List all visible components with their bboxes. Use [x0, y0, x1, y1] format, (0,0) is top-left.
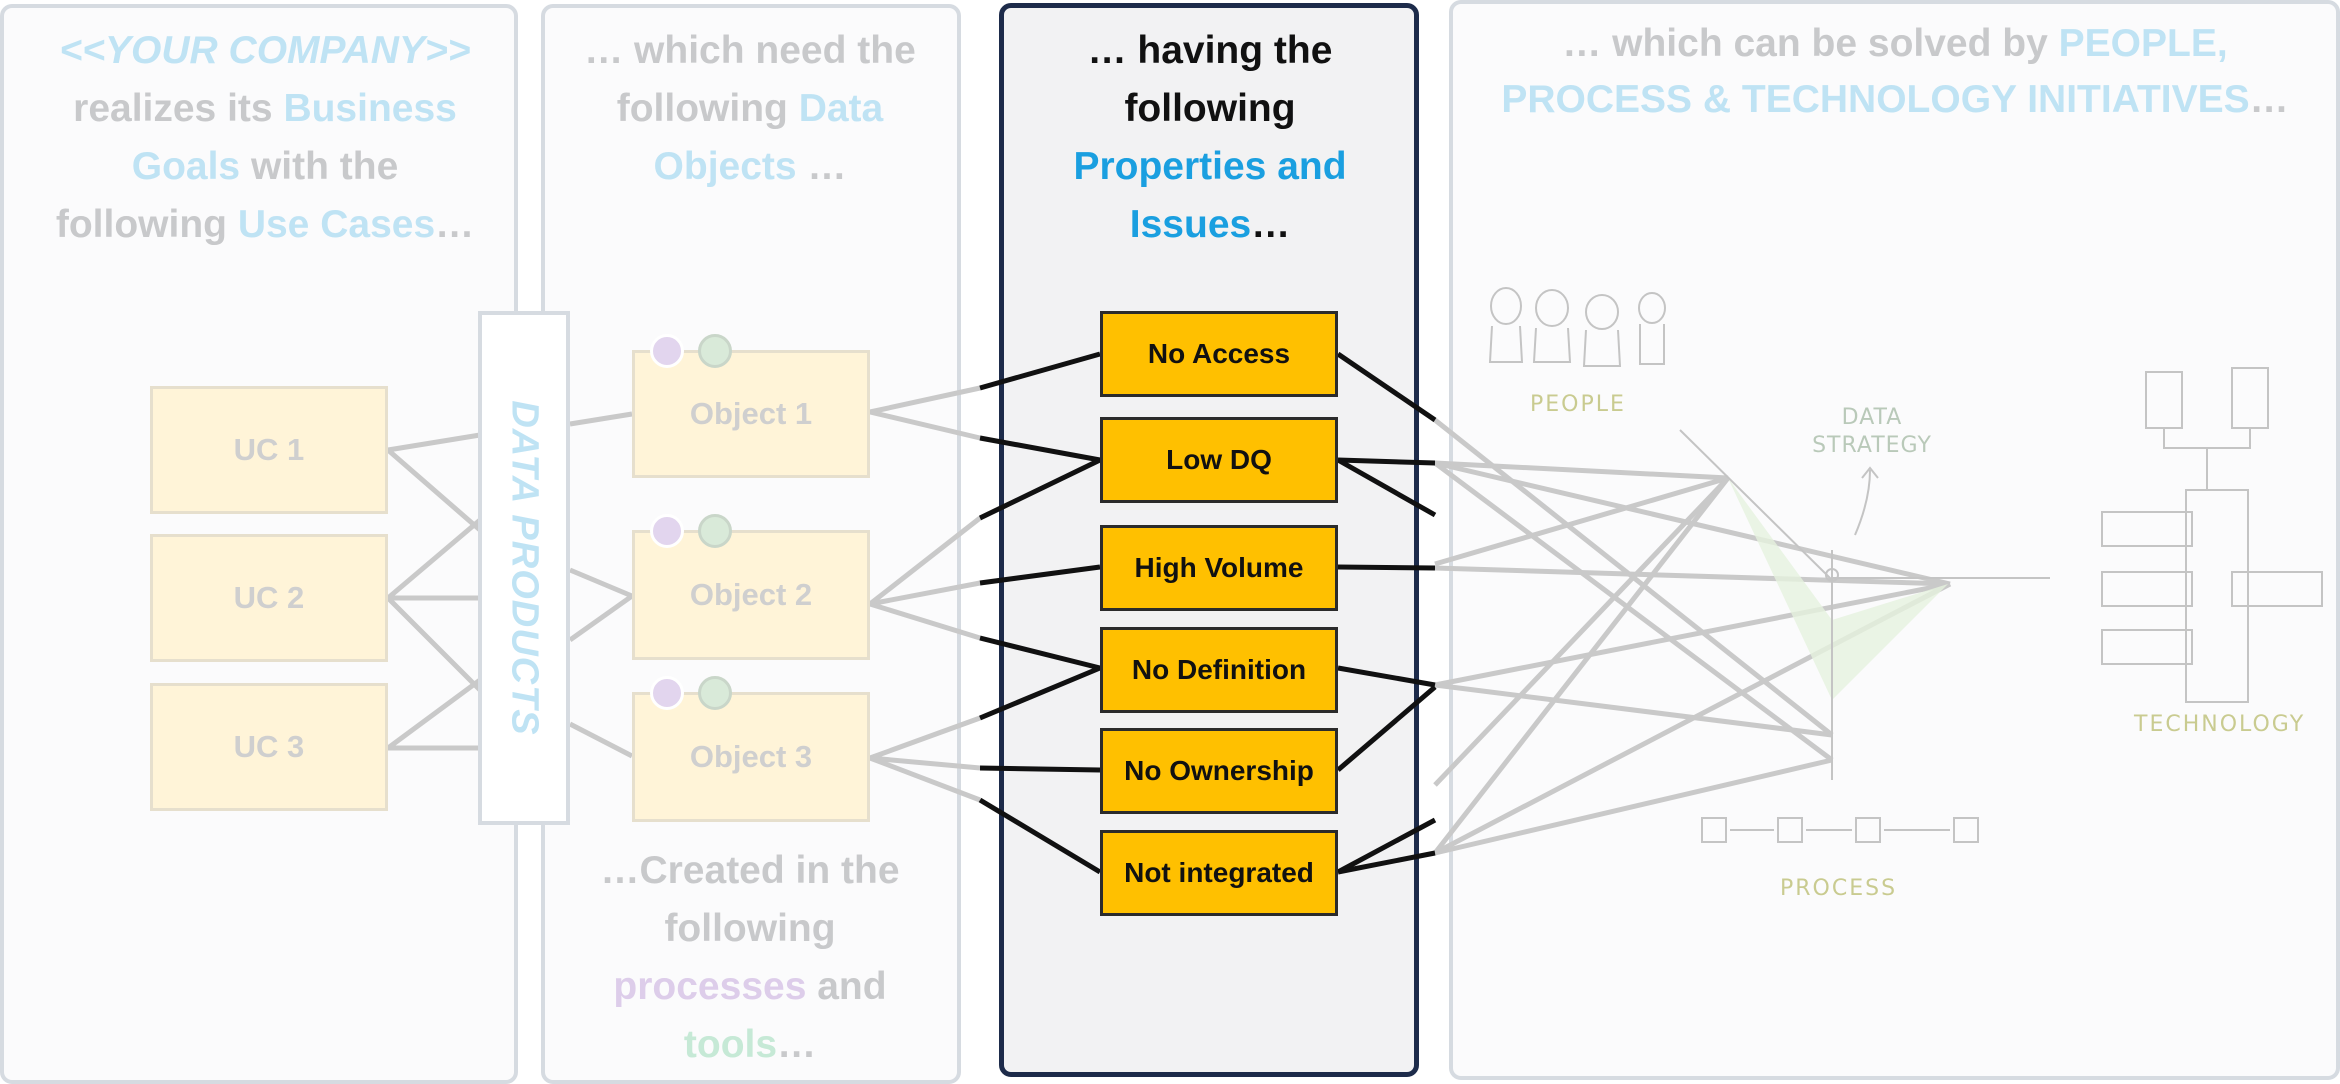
col3-text-having: … having the following: [1087, 29, 1333, 130]
col2-text-created: …Created in the following: [600, 849, 900, 950]
people-sketch: [1488, 287, 1666, 367]
col1-ellipsis: …: [435, 203, 475, 246]
col4-title: … which can be solved by PEOPLE, PROCESS…: [1490, 16, 2300, 128]
col1-use-cases: Use Cases: [237, 203, 436, 246]
col3-properties-issues: Properties and Issues: [1073, 145, 1347, 246]
col1-text-with: with the following: [55, 145, 399, 246]
process-dot-icon: [650, 514, 684, 548]
issue-no-access[interactable]: No Access: [1100, 311, 1338, 397]
col4-ellipsis: …: [2249, 78, 2289, 121]
data-products-label: DATA PRODUCTS: [503, 400, 546, 736]
strategy-sketch: [1679, 429, 2050, 780]
tool-dot-icon: [698, 334, 732, 368]
people-label: PEOPLE: [1530, 392, 1626, 417]
process-sketch: [1701, 817, 1979, 843]
data-object-3[interactable]: Object 3: [632, 692, 870, 822]
tool-dot-icon: [698, 514, 732, 548]
col2-text-which: … which need the following: [584, 29, 916, 130]
process-label: PROCESS: [1780, 876, 1898, 901]
technology-sketch: [2101, 367, 2323, 703]
col2-tools: tools: [683, 1023, 778, 1066]
focus-connectors: [978, 351, 1437, 875]
company-name: <<YOUR COMPANY>>: [59, 29, 471, 72]
process-dot-icon: [650, 334, 684, 368]
use-case-1[interactable]: UC 1: [150, 386, 388, 514]
use-case-2[interactable]: UC 2: [150, 534, 388, 662]
col2-data-objects: Data Objects: [653, 87, 884, 188]
issue-no-definition[interactable]: No Definition: [1100, 627, 1338, 713]
process-dot-icon: [650, 676, 684, 710]
col1-title: <<YOUR COMPANY>> realizes its Business G…: [10, 22, 520, 254]
col1-text-realizes: realizes its: [73, 87, 284, 130]
col2-title: … which need the following Data Objects …: [560, 22, 940, 196]
col4-initiatives: PEOPLE, PROCESS & TECHNOLOGY INITIATIVES: [1501, 22, 2250, 121]
issue-low-dq[interactable]: Low DQ: [1100, 417, 1338, 503]
issue-no-ownership[interactable]: No Ownership: [1100, 728, 1338, 814]
data-object-1[interactable]: Object 1: [632, 350, 870, 478]
data-products-bar[interactable]: DATA PRODUCTS: [478, 311, 570, 825]
technology-label: TECHNOLOGY: [2134, 712, 2306, 737]
col2-bottom-ellipsis: …: [777, 1023, 817, 1066]
col4-text-solved: … which can be solved by: [1562, 22, 2059, 65]
col1-business-goals: Business Goals: [131, 87, 457, 188]
col3-title: … having the following Properties and Is…: [1040, 22, 1380, 254]
tool-dot-icon: [698, 676, 732, 710]
col2-text-and: and: [806, 965, 887, 1008]
issue-not-integrated[interactable]: Not integrated: [1100, 830, 1338, 916]
data-object-2[interactable]: Object 2: [632, 530, 870, 660]
col2-bottom-text: …Created in the following processes and …: [570, 842, 930, 1074]
col2-processes: processes: [613, 965, 807, 1008]
data-strategy-label: DATA STRATEGY: [1812, 405, 1932, 458]
strategy-area: [1728, 478, 1948, 700]
use-case-3[interactable]: UC 3: [150, 683, 388, 811]
issue-high-volume[interactable]: High Volume: [1100, 525, 1338, 611]
faded-connectors: [386, 385, 1952, 856]
col2-ellipsis: …: [796, 145, 847, 188]
col3-ellipsis: …: [1251, 203, 1291, 246]
